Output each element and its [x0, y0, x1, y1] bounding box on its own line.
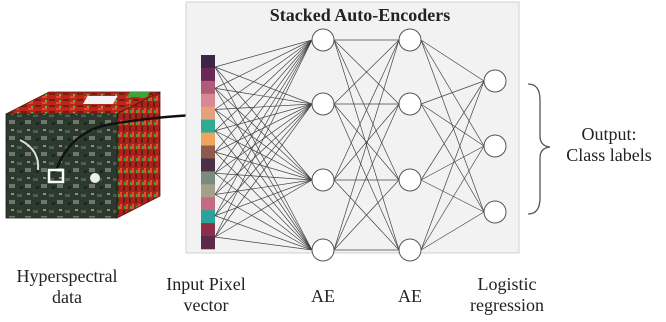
hidden-node [398, 168, 422, 192]
logistic-label-line-2: regression [470, 295, 544, 315]
network-edge [214, 215, 313, 251]
network-edge [420, 39, 485, 147]
hidden-node [398, 28, 422, 52]
hyperspectral-data-label: Hyperspectral data [0, 266, 134, 308]
network-edge [420, 39, 485, 82]
output-label-line-1: Output: [581, 124, 637, 144]
network-edge [214, 66, 313, 181]
network-edge [333, 39, 400, 105]
hidden-node [311, 92, 335, 116]
network-edge [420, 145, 485, 251]
input-vector-label-line-2: vector [183, 295, 229, 315]
network-edge [214, 151, 313, 181]
input-vector-cell [201, 210, 215, 224]
network-edge [214, 179, 313, 217]
hyperspectral-cube [5, 91, 161, 219]
output-node [483, 69, 507, 93]
network-edge [214, 172, 313, 181]
network-edge [214, 39, 313, 238]
input-vector-cell [201, 236, 215, 250]
network-nodes [311, 28, 507, 262]
network-edge [420, 39, 485, 213]
cube-green-band [126, 92, 150, 97]
cube-white-marker [47, 168, 65, 184]
network-edge [214, 87, 313, 181]
input-vector-cell [201, 106, 215, 120]
network-edge [420, 103, 485, 147]
network-edge [214, 39, 313, 110]
stacked-autoencoder-panel [185, 1, 520, 254]
input-pixel-vector [201, 55, 215, 250]
hidden-node [398, 92, 422, 116]
input-vector-label-line-1: Input Pixel [166, 274, 246, 294]
input-vector-cell [201, 158, 215, 172]
network-edge [420, 80, 485, 181]
hidden-node [311, 238, 335, 262]
network-edge [214, 236, 313, 251]
network-edge [214, 130, 313, 181]
hidden-node [311, 28, 335, 52]
hidden-node [398, 238, 422, 262]
input-vector-cell [201, 184, 215, 198]
network-edge [214, 39, 313, 195]
input-vector-cell [201, 119, 215, 133]
input-vector-cell [201, 197, 215, 211]
network-edge [333, 179, 400, 251]
network-edge [214, 39, 313, 89]
input-vector-cell [201, 80, 215, 95]
logistic-label-line-1: Logistic [477, 274, 537, 294]
pixel-extraction-arrow [55, 110, 201, 169]
network-edge [420, 145, 485, 181]
cube-front-face [5, 113, 118, 219]
network-connections [214, 39, 485, 251]
output-label: Output: Class labels [552, 124, 666, 166]
network-edge [420, 179, 485, 213]
input-vector-cell [201, 55, 215, 69]
input-vector-cell [201, 67, 215, 82]
hyperspectral-label-line-1: Hyperspectral [16, 266, 118, 286]
cube-side-face [116, 91, 161, 219]
network-edge [420, 80, 485, 251]
diagram-title: Stacked Auto-Encoders [269, 5, 451, 25]
network-edge [333, 103, 400, 251]
output-label-line-2: Class labels [566, 145, 652, 165]
network-edge [214, 103, 313, 195]
network-edge [420, 103, 485, 213]
network-edge [214, 39, 313, 132]
hyperspectral-label-line-2: data [52, 287, 82, 307]
network-edge [214, 109, 313, 181]
ae-layer-1-label: AE [311, 286, 335, 306]
network-edge [214, 179, 313, 195]
network-edge [333, 39, 400, 251]
output-node [483, 134, 507, 158]
input-vector-cell [201, 223, 215, 237]
cube-white-road [19, 139, 40, 171]
input-vector-cell [201, 132, 215, 146]
network-edge [214, 39, 313, 216]
network-edge [333, 39, 400, 181]
network-edge [214, 103, 313, 216]
input-vector-cell [201, 171, 215, 185]
input-vector-cell [201, 145, 215, 159]
input-pixel-vector-label: Input Pixel vector [150, 274, 262, 316]
ae-layer-2-label: AE [398, 286, 422, 306]
logistic-regression-label: Logistic regression [452, 274, 562, 316]
cube-highlight-region [82, 96, 118, 104]
hidden-node [311, 168, 335, 192]
cube-white-feature [90, 173, 100, 183]
network-edge [214, 179, 313, 238]
network-edge [420, 80, 485, 105]
network-edge [420, 211, 485, 251]
network-edge [214, 39, 313, 174]
input-vector-cell [201, 93, 215, 108]
network-edge [214, 103, 313, 238]
output-node [483, 200, 507, 224]
network-edge [214, 39, 313, 153]
output-brace [527, 83, 551, 215]
network-edge [333, 103, 400, 181]
network-edge [214, 39, 313, 68]
